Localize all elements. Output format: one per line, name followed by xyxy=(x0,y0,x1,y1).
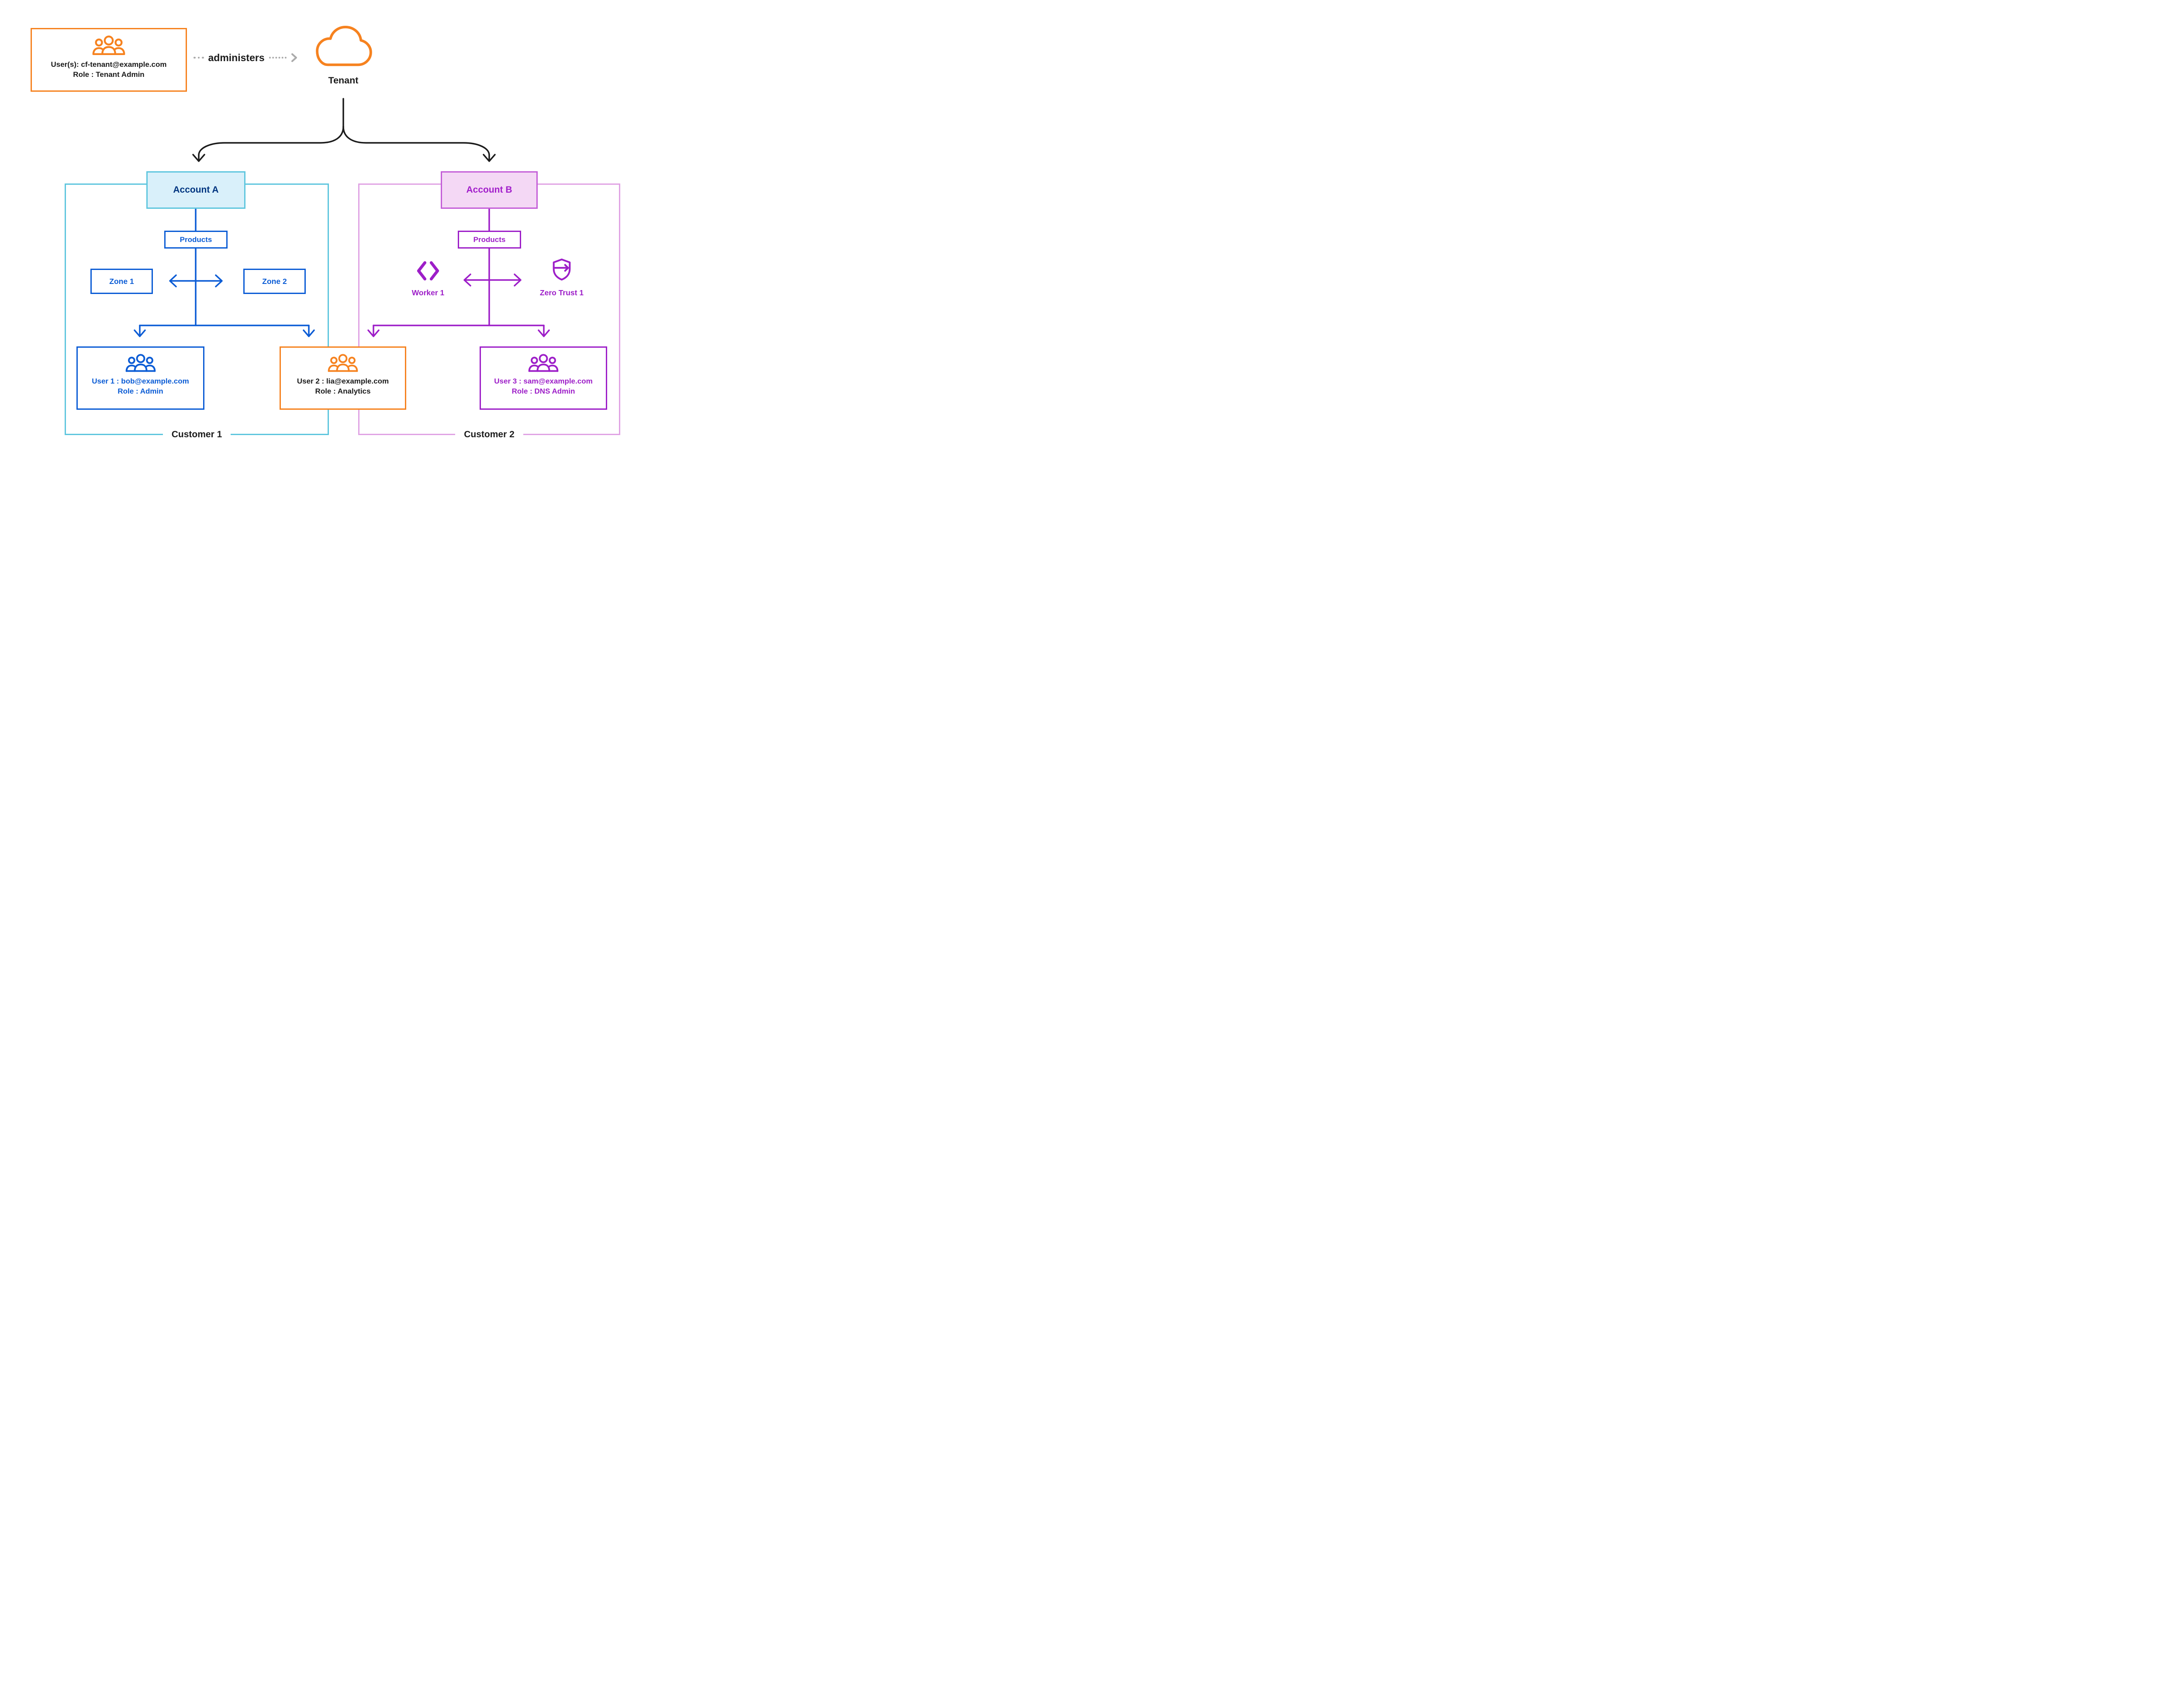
administers-label: administers xyxy=(208,52,265,63)
user2-role-line: Role : Analytics xyxy=(315,387,371,395)
arrow-down-to-account-a xyxy=(192,154,205,162)
workers-icon xyxy=(415,260,441,281)
tenant-admin-box: User(s): cf-tenant@example.com Role : Te… xyxy=(31,28,187,92)
account-b-box: Account B xyxy=(441,171,538,209)
products-box-account-b: Products xyxy=(458,231,521,249)
zone1-box: Zone 1 xyxy=(90,269,153,294)
dotted-line-right xyxy=(269,57,287,59)
tenant-label: Tenant xyxy=(328,75,359,86)
worker1-item: Worker 1 xyxy=(400,260,456,297)
zone2-box: Zone 2 xyxy=(243,269,306,294)
arrow-down-to-account-b xyxy=(483,154,496,162)
products-box-account-a: Products xyxy=(164,231,228,249)
zero-trust1-item: Zero Trust 1 xyxy=(531,258,592,297)
customer2-label: Customer 2 xyxy=(455,429,523,439)
people-group-icon xyxy=(125,353,156,373)
tenant-admin-role-line: Role : Tenant Admin xyxy=(73,70,145,79)
customer1-label: Customer 1 xyxy=(162,429,231,439)
user3-email-line: User 3 : sam@example.com xyxy=(494,377,593,385)
people-group-icon xyxy=(528,353,559,373)
administers-connector: administers xyxy=(194,50,298,66)
diagram-canvas: User(s): cf-tenant@example.com Role : Te… xyxy=(0,0,673,465)
dotted-line-left xyxy=(194,56,204,59)
user3-box: User 3 : sam@example.com Role : DNS Admi… xyxy=(480,346,607,410)
customer1-label-wrap: Customer 1 xyxy=(65,429,329,440)
zero-trust1-label: Zero Trust 1 xyxy=(539,288,584,297)
tenant-admin-users-line: User(s): cf-tenant@example.com xyxy=(51,60,167,69)
tenant-branch-connector xyxy=(192,98,496,162)
user1-email-line: User 1 : bob@example.com xyxy=(92,377,189,385)
user3-role-line: Role : DNS Admin xyxy=(511,387,575,395)
zero-trust-shield-icon xyxy=(549,258,574,281)
user1-box: User 1 : bob@example.com Role : Admin xyxy=(76,346,204,410)
cloud-icon xyxy=(309,24,378,73)
people-group-icon xyxy=(327,353,359,373)
account-a-box: Account A xyxy=(146,171,245,209)
customer2-label-wrap: Customer 2 xyxy=(358,429,620,440)
tenant-node: Tenant xyxy=(308,24,378,86)
worker1-label: Worker 1 xyxy=(411,288,445,297)
user1-role-line: Role : Admin xyxy=(117,387,163,395)
arrow-right-icon xyxy=(291,53,297,62)
user2-box: User 2 : lia@example.com Role : Analytic… xyxy=(280,346,406,410)
user2-email-line: User 2 : lia@example.com xyxy=(297,377,389,385)
people-group-icon xyxy=(92,35,126,56)
